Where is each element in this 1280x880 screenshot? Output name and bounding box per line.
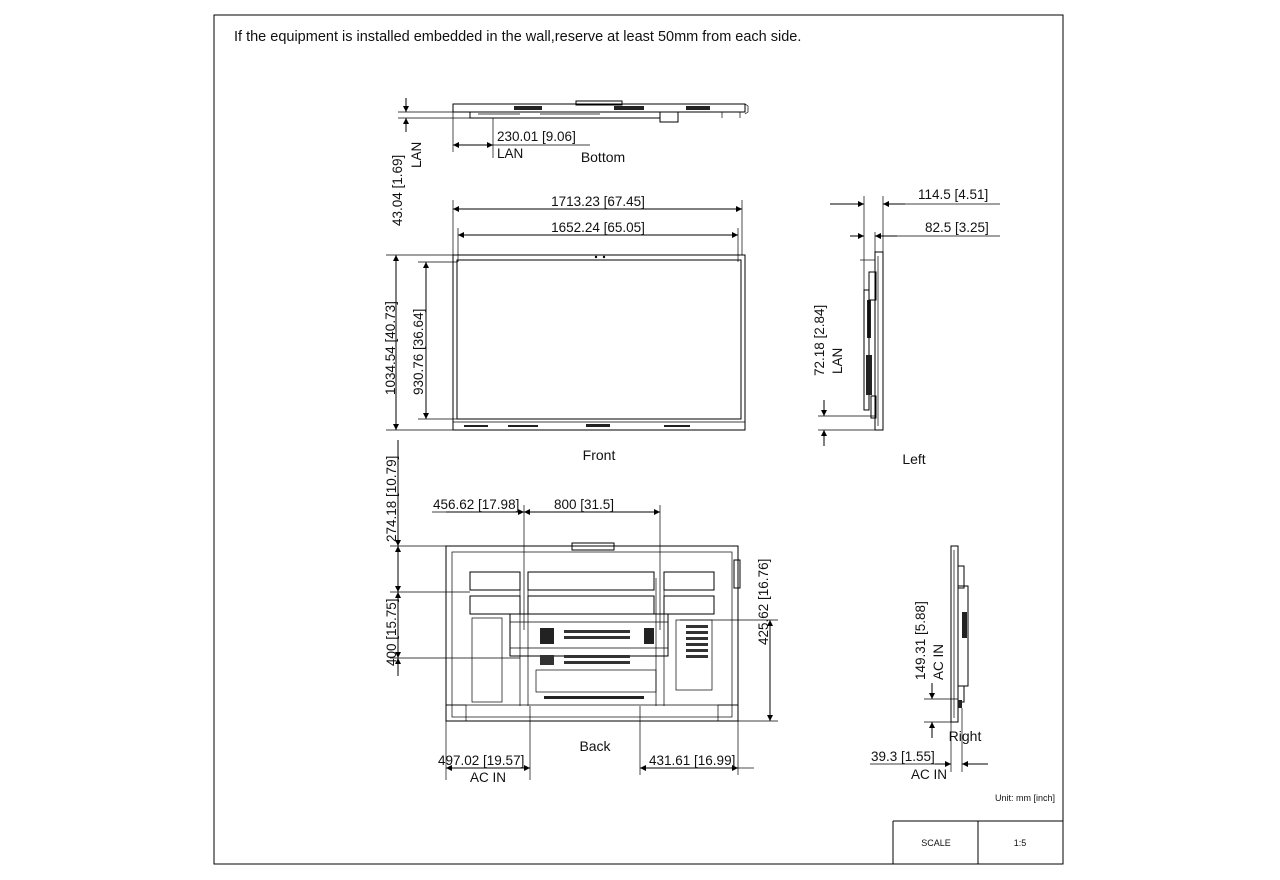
dim-back-497: 497.02 [19.57] bbox=[438, 753, 524, 768]
dim-width-1713: 1713.23 [67.45] bbox=[551, 194, 645, 209]
dim-back-431: 431.61 [16.99] bbox=[649, 753, 735, 768]
dim-right-acin-vertical: AC IN bbox=[931, 644, 946, 680]
dim-right-acin: AC IN bbox=[911, 767, 947, 782]
dim-height-930: 930.76 [36.64] bbox=[411, 309, 426, 395]
dim-back-456: 456.62 [17.98] bbox=[433, 497, 519, 512]
back-view bbox=[445, 542, 741, 722]
dim-left-114: 114.5 [4.51] bbox=[918, 187, 988, 202]
dim-left-lan: LAN bbox=[830, 348, 845, 374]
dim-back-acin: AC IN bbox=[470, 770, 506, 785]
dim-height-1034: 1034.54 [40.73] bbox=[383, 301, 398, 395]
bottom-view bbox=[452, 100, 749, 123]
dim-back-800: 800 [31.5] bbox=[554, 497, 614, 512]
scale-box bbox=[892, 820, 1063, 864]
scale-value: 1:5 bbox=[1014, 838, 1027, 848]
unit-note: Unit: mm [inch] bbox=[995, 793, 1055, 803]
dim-right-149: 149.31 [5.88] bbox=[913, 601, 928, 680]
view-label-bottom: Bottom bbox=[581, 149, 625, 165]
right-view bbox=[950, 545, 969, 723]
front-view bbox=[452, 254, 746, 431]
scale-label: SCALE bbox=[921, 838, 951, 848]
dim-left-82: 82.5 [3.25] bbox=[925, 220, 989, 235]
dim-height-43-lan: LAN bbox=[409, 142, 424, 168]
view-label-right: Right bbox=[949, 728, 982, 744]
left-view bbox=[860, 251, 884, 431]
drawing-frame bbox=[213, 14, 1064, 865]
dim-bottom-lan: LAN bbox=[497, 146, 523, 161]
installation-note: If the equipment is installed embedded i… bbox=[234, 29, 801, 45]
dim-back-400: 400 [15.75] bbox=[384, 598, 399, 666]
dim-height-43: 43.04 [1.69] bbox=[390, 155, 405, 226]
dim-left-72: 72.18 [2.84] bbox=[812, 305, 827, 376]
dim-back-274: 274.18 [10.79] bbox=[384, 456, 399, 542]
dim-width-1652: 1652.24 [65.05] bbox=[551, 220, 645, 235]
dim-bottom-230: 230.01 [9.06] bbox=[497, 129, 576, 144]
view-label-front: Front bbox=[583, 447, 616, 463]
view-label-left: Left bbox=[902, 451, 925, 467]
view-label-back: Back bbox=[579, 738, 611, 754]
dim-back-425: 425.62 [16.76] bbox=[756, 559, 771, 645]
dim-right-39: 39.3 [1.55] bbox=[871, 749, 935, 764]
